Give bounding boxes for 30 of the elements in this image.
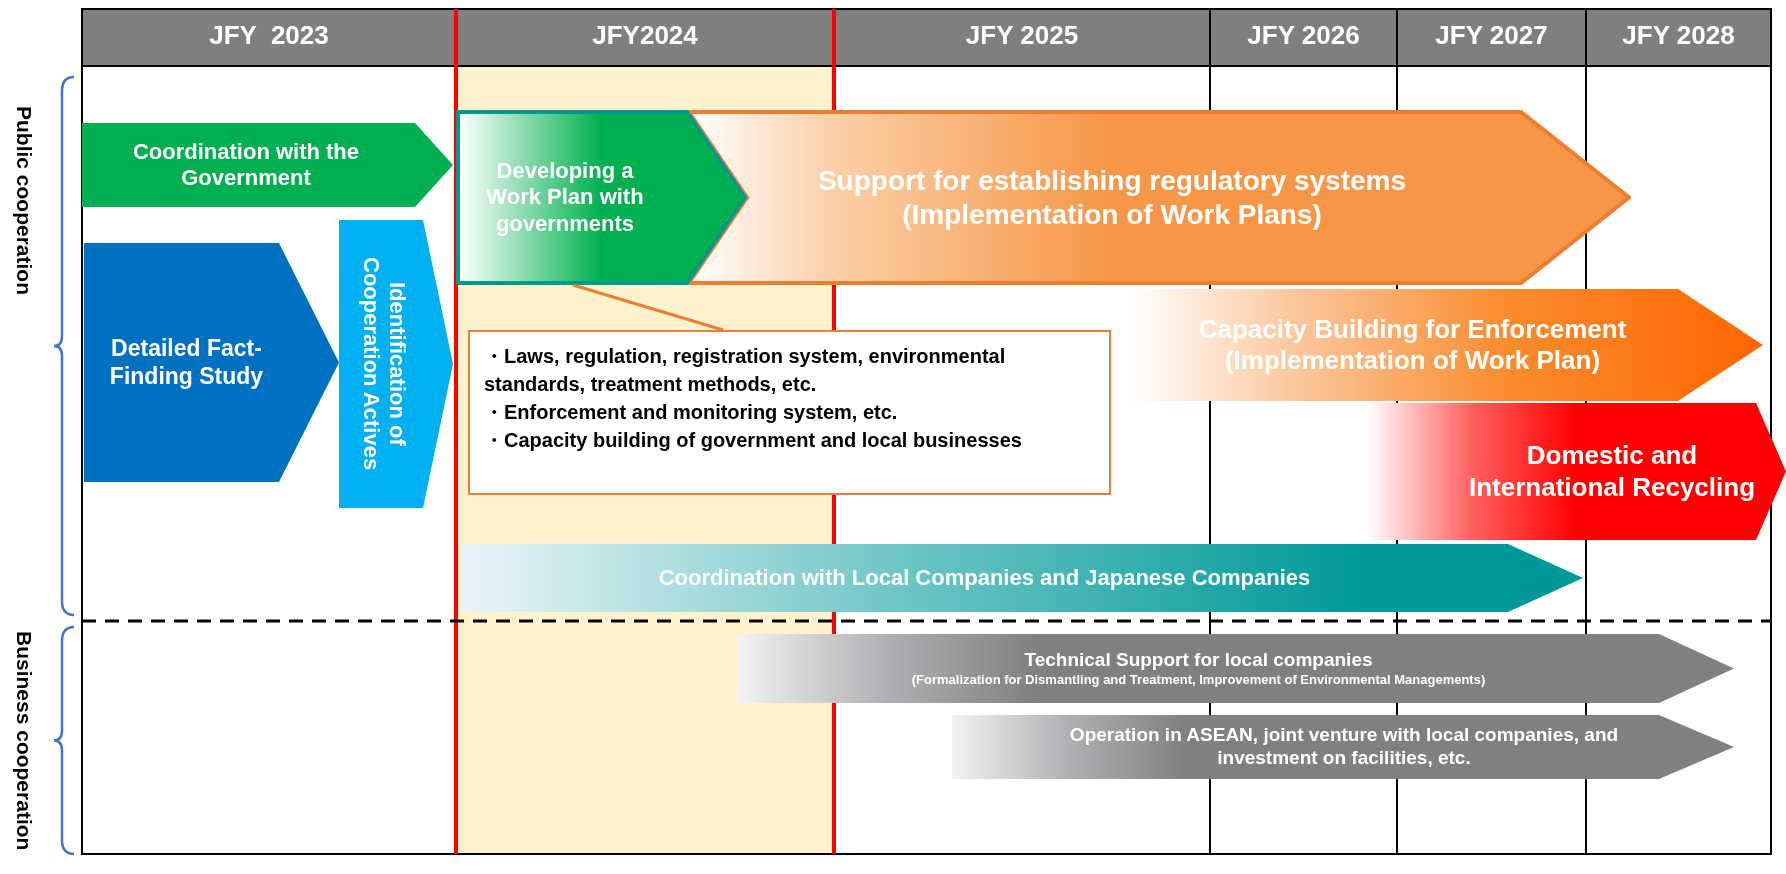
activity-banner: [1367, 403, 1786, 540]
activity-banner: [952, 715, 1734, 779]
activity-banner: [738, 634, 1734, 703]
year-header: JFY 2023: [208, 20, 330, 51]
arrow-label: Detailed Fact-Finding Study: [108, 334, 265, 391]
arrow-label: Capacity Building for Enforcement (Implementation of Work Plan): [1197, 313, 1628, 377]
activity-banner: [84, 243, 339, 482]
activity-banner: [456, 110, 747, 285]
year-header: JFY 2027: [1434, 20, 1549, 51]
section-label: Business cooperation: [12, 631, 36, 851]
year-header: JFY2024: [591, 20, 699, 51]
year-header: JFY 2028: [1621, 20, 1736, 51]
arrow-label: Coordination with Local Companies and Japanese Companies: [658, 564, 1311, 592]
arrow-label: Operation in ASEAN, joint venture with local companies, and investment on facilities, etc.: [1068, 724, 1620, 770]
arrow-label: Coordination with the Government: [131, 138, 361, 192]
arrow-label: Identification of Cooperation Actives: [358, 256, 411, 473]
section-label: Public cooperation: [12, 106, 36, 296]
activity-banner: [461, 544, 1583, 612]
year-header: JFY 2025: [964, 20, 1080, 51]
year-header: JFY 2026: [1246, 20, 1361, 51]
bullet-text: ・Enforcement and monitoring system, etc.: [484, 400, 899, 425]
bullet-text: ・Laws, regulation, registration system, environmental standards, treatment methods, etc.: [484, 344, 1007, 397]
callout-box: [468, 330, 1111, 495]
arrow-label: Domestic and International Recycling: [1467, 440, 1757, 503]
activity-banner: [339, 220, 453, 508]
bullet-text: ・Capacity building of government and local businesses: [484, 428, 1023, 453]
arrow-label: Support for establishing regulatory systems (Implementation of Work Plans): [816, 163, 1408, 232]
activity-banner: [82, 123, 453, 207]
arrow-label: (Formalization for Dismantling and Treatment, Improvement of Environmental Managements): [911, 672, 1486, 688]
arrow-label: Technical Support for local companies: [1024, 649, 1373, 673]
